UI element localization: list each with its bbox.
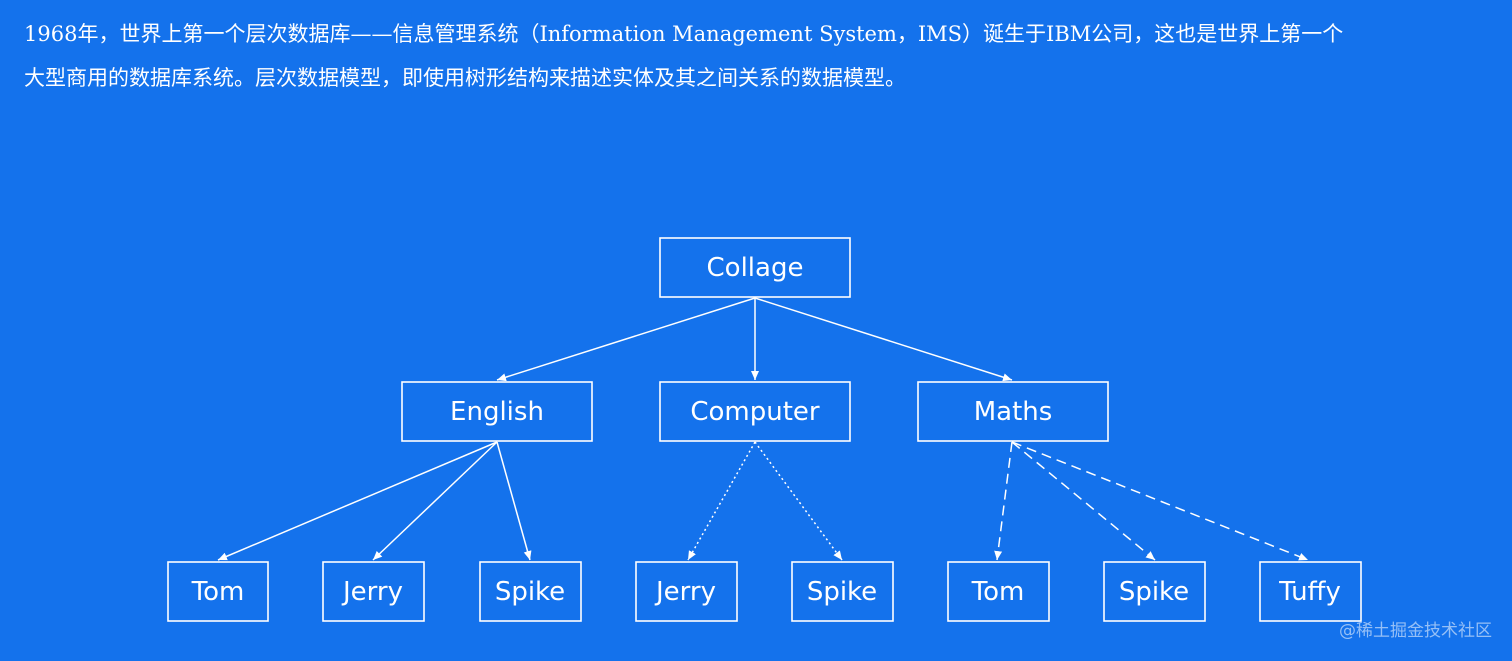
node-maths-tom-label: Tom [971,577,1025,607]
edge-english-spike [496,441,532,561]
node-computer-jerry-label: Jerry [654,577,716,607]
node-english-jerry: Jerry [322,561,425,622]
edge-english-tom [217,441,498,561]
edge-collage-maths [754,297,1013,382]
node-english-spike: Spike [479,561,582,622]
edge-maths-spike [1011,441,1156,561]
intro-line-2: 大型商用的数据库系统。层次数据模型，即使用树形结构来描述实体及其之间关系的数据模… [24,66,906,90]
edge-maths-tuffy [1011,441,1309,561]
node-maths: Maths [917,381,1109,442]
edge-english-jerry [372,441,498,561]
node-collage-label: Collage [707,253,804,283]
node-english-tom-label: Tom [191,577,245,607]
node-collage: Collage [659,237,851,298]
node-computer-jerry: Jerry [635,561,738,622]
node-computer-spike: Spike [791,561,894,622]
intro-line-1: 1968年，世界上第一个层次数据库——信息管理系统（Information Ma… [24,22,1344,46]
node-maths-tom: Tom [947,561,1050,622]
node-maths-spike-label: Spike [1119,577,1189,607]
node-english: English [401,381,593,442]
intro-paragraph: 1968年，世界上第一个层次数据库——信息管理系统（Information Ma… [24,12,1484,100]
node-english-jerry-label: Jerry [341,577,403,607]
node-maths-tuffy-label: Tuffy [1278,577,1341,607]
edge-computer-jerry [687,441,756,561]
edge-computer-spike [754,441,843,561]
node-maths-label: Maths [974,397,1053,427]
node-english-spike-label: Spike [495,577,565,607]
watermark: @稀土掘金技术社区 [1339,621,1492,641]
node-computer-spike-label: Spike [807,577,877,607]
node-maths-spike: Spike [1103,561,1206,622]
edge-collage-english [496,297,756,382]
node-maths-tuffy: Tuffy [1259,561,1362,622]
node-computer-label: Computer [690,397,820,427]
node-computer: Computer [659,381,851,442]
node-english-label: English [450,397,544,427]
node-english-tom: Tom [167,561,269,622]
edge-maths-tom [994,441,1013,561]
